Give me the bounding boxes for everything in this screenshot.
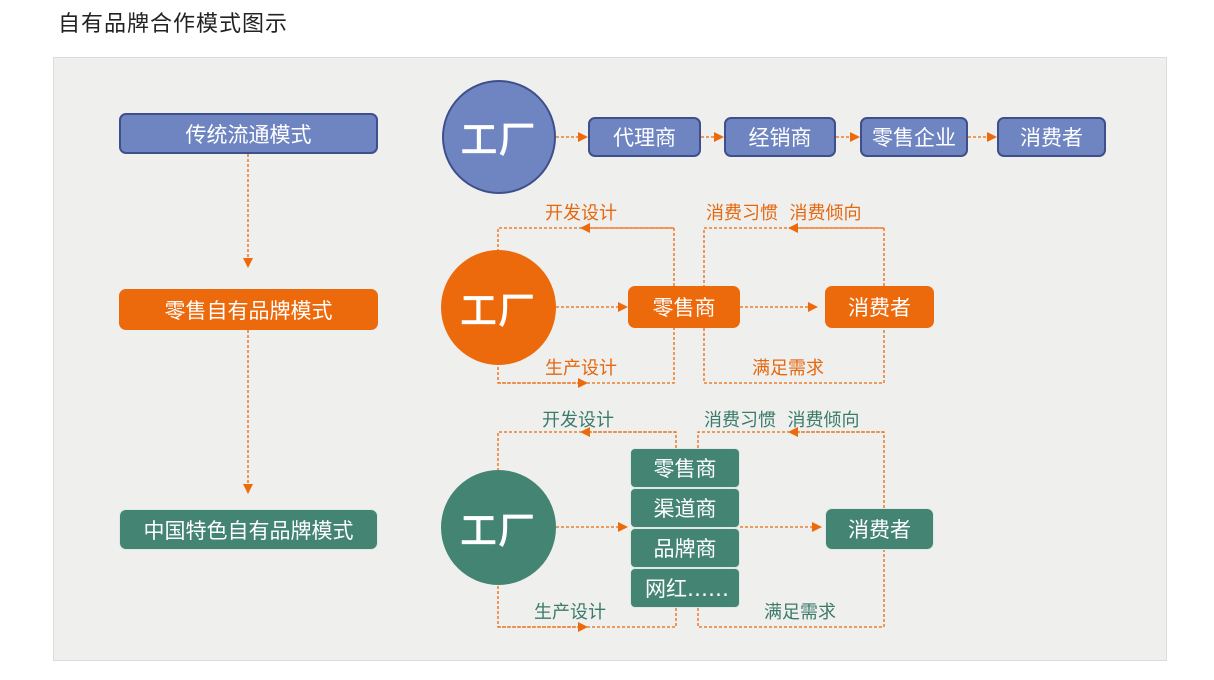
node-retail-enterprise: 零售企业 xyxy=(860,117,968,157)
text-consumer-habits-3: 消费习惯 消费倾向 xyxy=(704,410,860,431)
factory-node-retail: 工厂 xyxy=(441,250,556,365)
factory-node-chinese: 工厂 xyxy=(441,470,556,585)
label-traditional-model: 传统流通模式 xyxy=(119,113,378,154)
label-retail-own-brand-model: 零售自有品牌模式 xyxy=(119,289,378,330)
node-influencer: 网红…… xyxy=(630,568,740,608)
factory-node-traditional: 工厂 xyxy=(442,80,556,194)
node-brand-owner: 品牌商 xyxy=(630,528,740,568)
page-title: 自有品牌合作模式图示 xyxy=(58,12,289,37)
loop-bottom-right-2 xyxy=(703,328,885,384)
loop-top-right-3 xyxy=(697,431,885,508)
node-retailer-3: 零售商 xyxy=(630,448,740,488)
text-meet-demand-3: 满足需求 xyxy=(764,602,836,623)
node-distributor: 经销商 xyxy=(724,117,836,157)
loop-bottom-right-3 xyxy=(697,548,885,628)
node-consumer-traditional: 消费者 xyxy=(997,117,1106,157)
text-consumer-habits-2: 消费习惯 消费倾向 xyxy=(706,203,862,224)
diagram-panel xyxy=(53,57,1167,661)
text-prod-design-2: 生产设计 xyxy=(545,358,617,379)
node-channel-dealer: 渠道商 xyxy=(630,488,740,528)
node-retailer: 零售商 xyxy=(628,286,740,328)
text-dev-design-2: 开发设计 xyxy=(545,203,617,224)
text-meet-demand-2: 满足需求 xyxy=(752,358,824,379)
label-chinese-own-brand-model: 中国特色自有品牌模式 xyxy=(119,509,378,550)
loop-top-right-2 xyxy=(703,227,885,286)
text-prod-design-3: 生产设计 xyxy=(534,602,606,623)
node-agent: 代理商 xyxy=(588,117,701,157)
node-consumer-retail: 消费者 xyxy=(825,286,934,328)
text-dev-design-3: 开发设计 xyxy=(542,410,614,431)
node-consumer-chinese: 消费者 xyxy=(825,508,934,550)
loop-bottom-left-2 xyxy=(497,328,675,384)
